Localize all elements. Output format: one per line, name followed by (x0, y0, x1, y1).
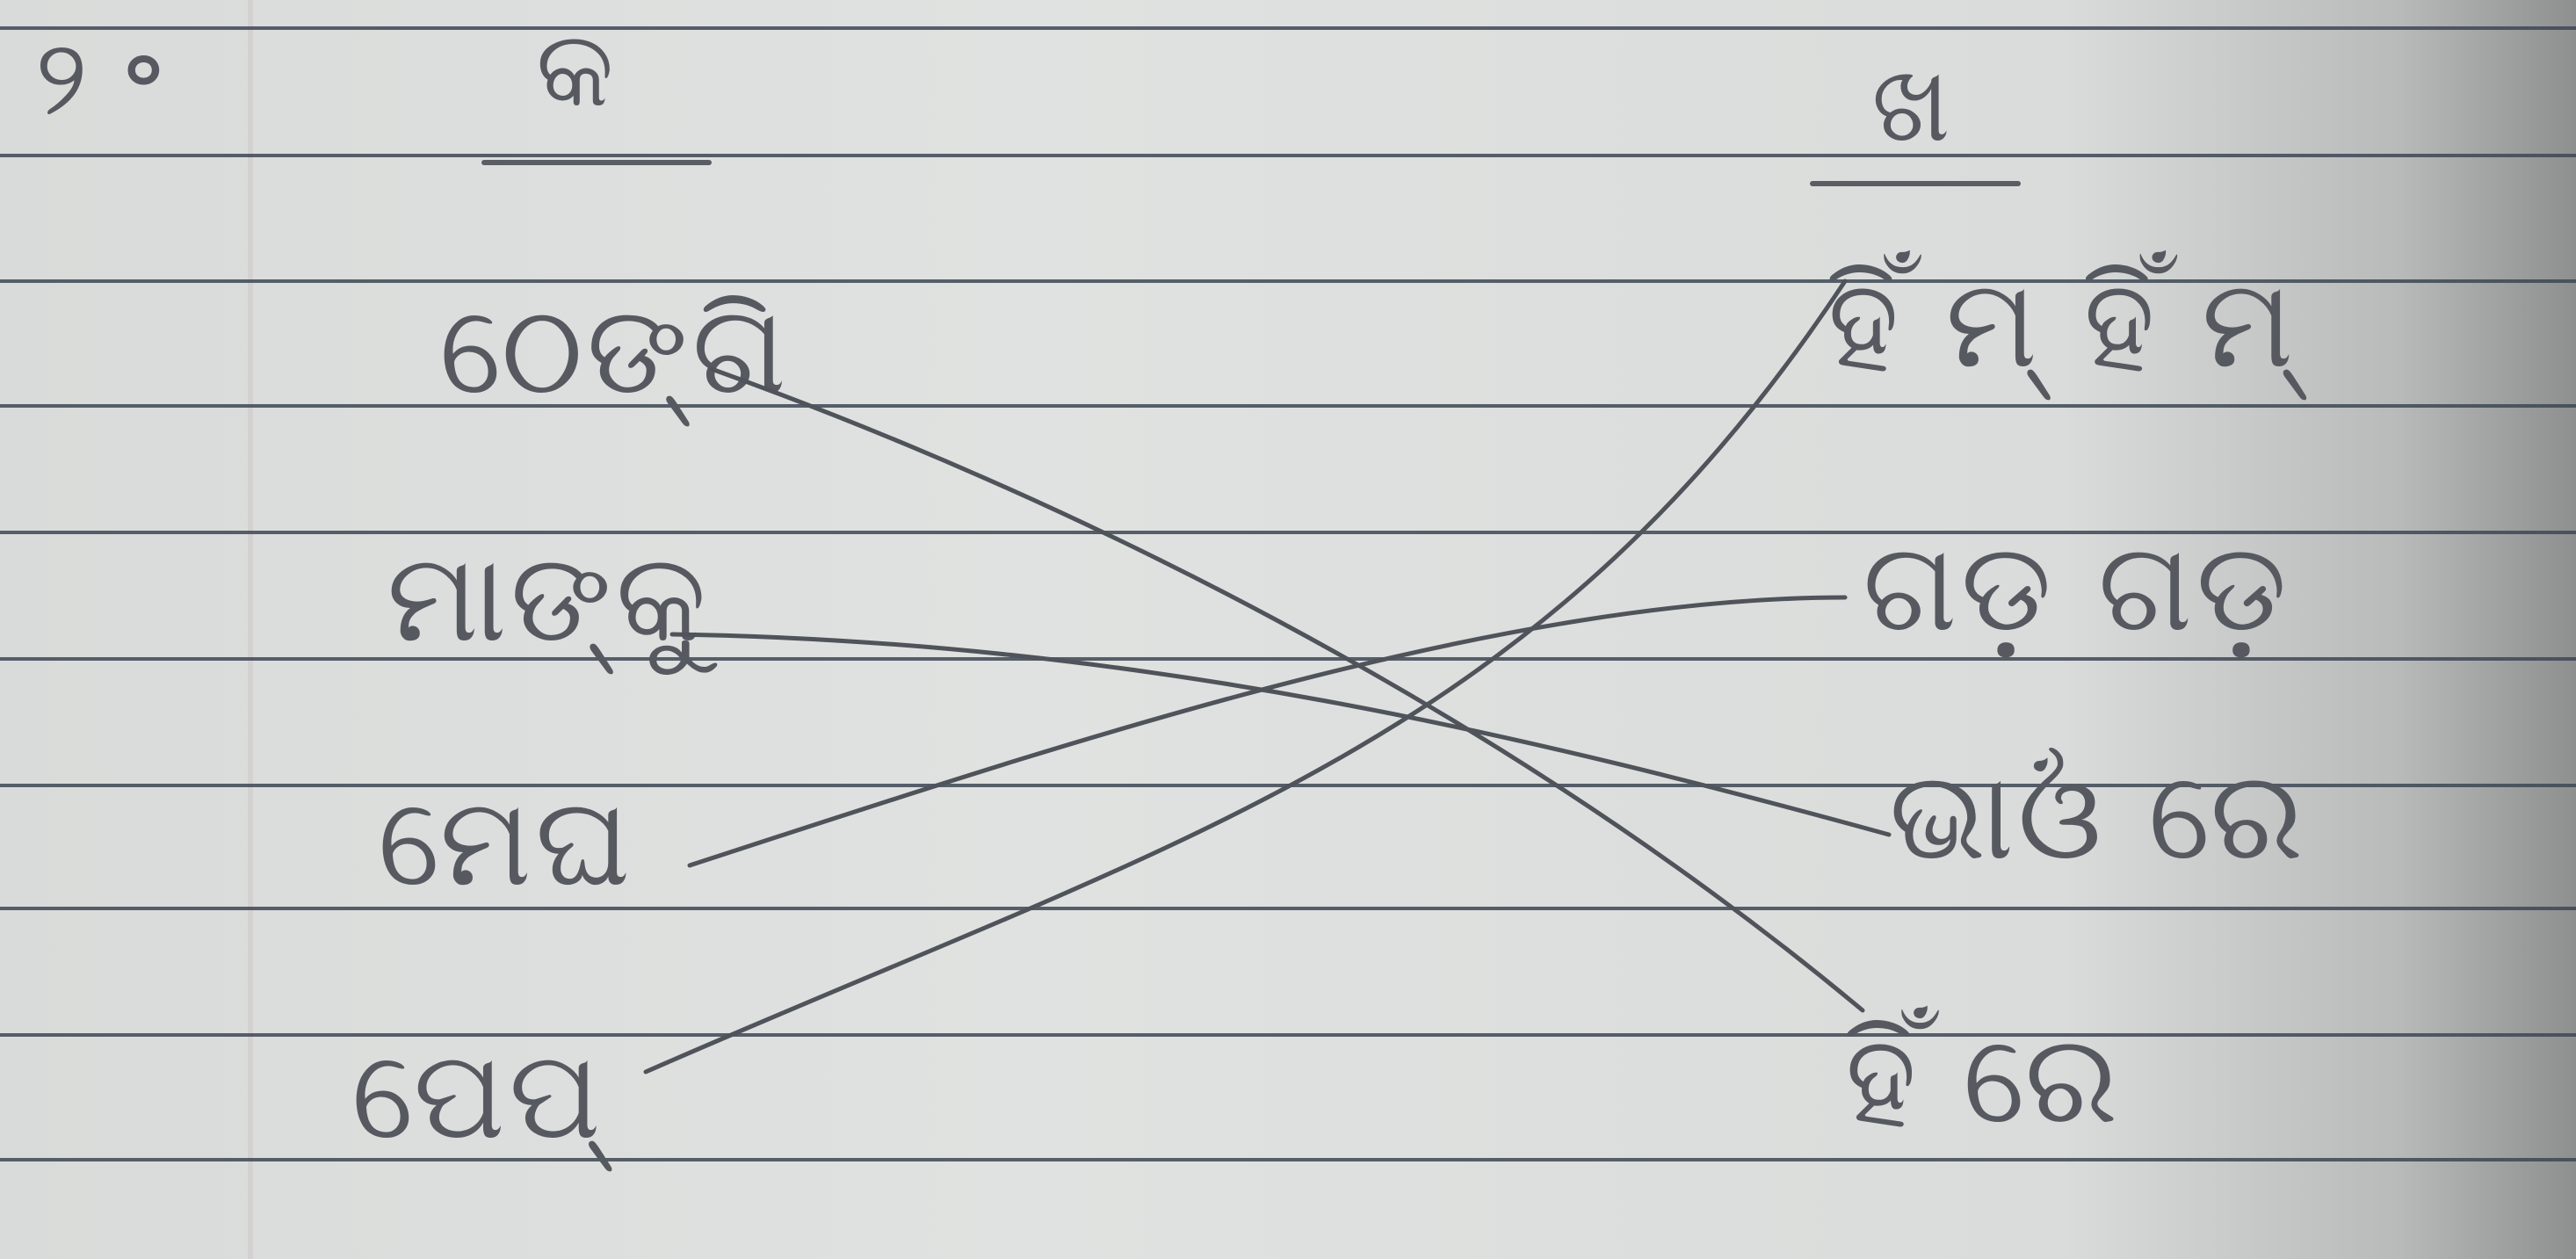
ruled-line (0, 1033, 2576, 1037)
right-item-3: ଭାଓଁ ରେ (1889, 745, 2307, 888)
right-heading-underline (1810, 181, 2021, 186)
ruled-line (0, 154, 2576, 157)
ruled-line (0, 279, 2576, 283)
left-heading-underline (481, 160, 712, 165)
match-line-1 (709, 366, 1865, 1013)
left-item-1: ଠେଙ୍ଗି (439, 279, 790, 423)
match-line-2 (669, 632, 1892, 837)
right-item-2: ଗଡ଼ ଗଡ଼ (1863, 517, 2291, 660)
left-item-3: ମେଘ (378, 771, 634, 915)
match-line-4 (643, 279, 1848, 1074)
left-item-4: ପେପ୍ (351, 1024, 604, 1168)
left-column-heading: କ (536, 9, 614, 131)
ruled-line (0, 657, 2576, 661)
ruled-line (0, 907, 2576, 910)
page-margin-line (248, 0, 253, 1259)
left-item-2: ମାଙ୍କୁ (387, 527, 711, 670)
right-item-4: ହିଁ ରେ (1845, 1009, 2122, 1152)
question-number: ୨ ॰ (35, 18, 167, 140)
right-column-heading: ଖ (1871, 44, 1950, 166)
ruled-line (0, 1158, 2576, 1161)
ruled-line (0, 404, 2576, 408)
right-item-1: ହିଁ ମ୍ ହିଁ ମ୍ (1827, 253, 2297, 396)
ruled-line (0, 531, 2576, 534)
match-line-3 (687, 595, 1848, 868)
ruled-line (0, 26, 2576, 30)
